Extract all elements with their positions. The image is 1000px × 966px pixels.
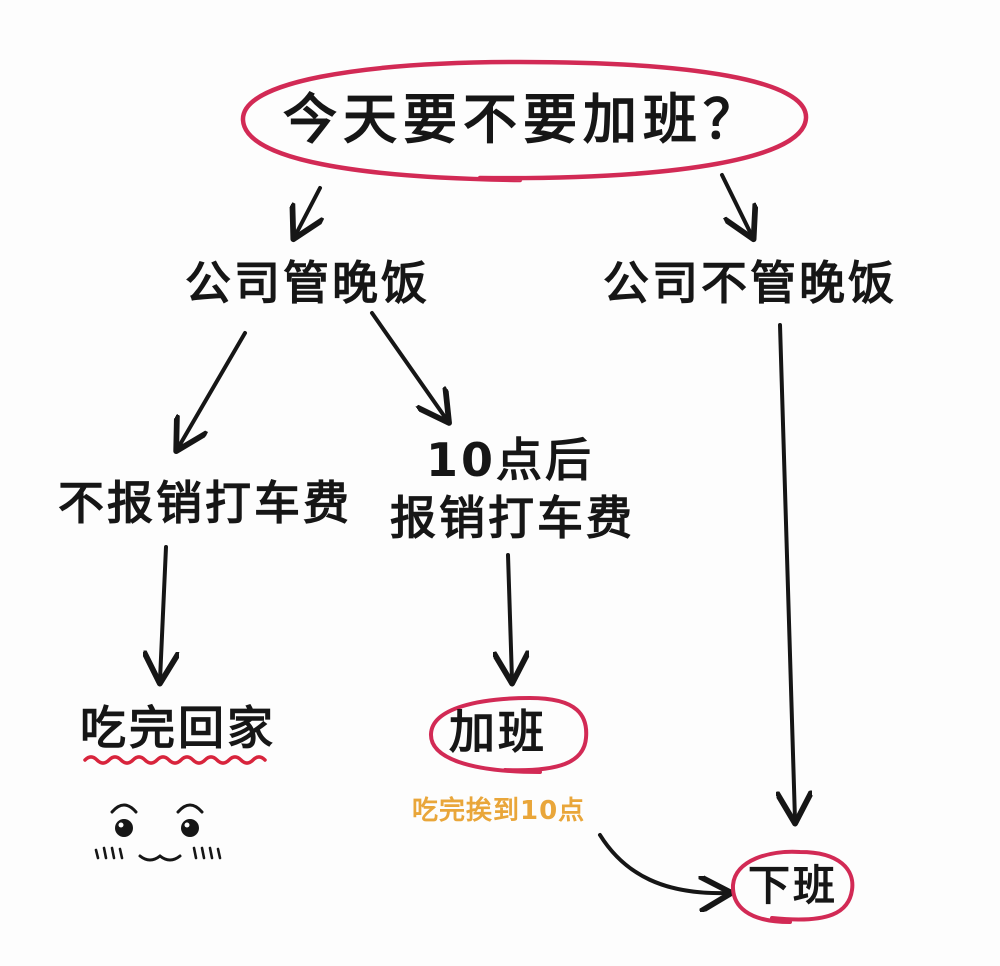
overtime-node: 加班 — [449, 705, 547, 759]
company-pays-dinner-node: 公司管晚饭 — [185, 256, 430, 310]
no-taxi-reimburse-node: 不报销打车费 — [58, 476, 352, 530]
question-node: 今天要不要加班？ — [283, 88, 763, 151]
off-work-node: 下班 — [748, 861, 839, 910]
arrow-question-to-no-dinner — [720, 173, 752, 236]
after-10-node: 10点后 报销打车费 — [390, 432, 635, 547]
after-10-line1: 10点后 — [425, 433, 594, 487]
arrow-no-dinner-to-off-work — [780, 323, 795, 820]
arrow-overtime-to-off-work — [598, 833, 728, 893]
overtime-circle — [428, 695, 589, 774]
arrow-after-10-to-overtime — [508, 553, 512, 680]
arrow-dinner-to-no-reimburse — [178, 331, 247, 448]
eat-go-home-node: 吃完回家 — [80, 701, 276, 755]
arrow-question-to-dinner — [295, 186, 320, 236]
stay-till-10-note: 吃完挨到10点 — [412, 796, 586, 826]
after-10-line2: 报销打车费 — [390, 490, 635, 545]
question-circle — [240, 59, 809, 183]
cute-face-icon — [94, 803, 222, 862]
arrow-no-reimburse-to-home — [160, 545, 166, 680]
company-no-dinner-node: 公司不管晚饭 — [603, 256, 897, 310]
off-work-circle — [730, 849, 855, 924]
arrow-dinner-to-after-10 — [370, 311, 447, 420]
wavy-underline — [83, 755, 267, 765]
